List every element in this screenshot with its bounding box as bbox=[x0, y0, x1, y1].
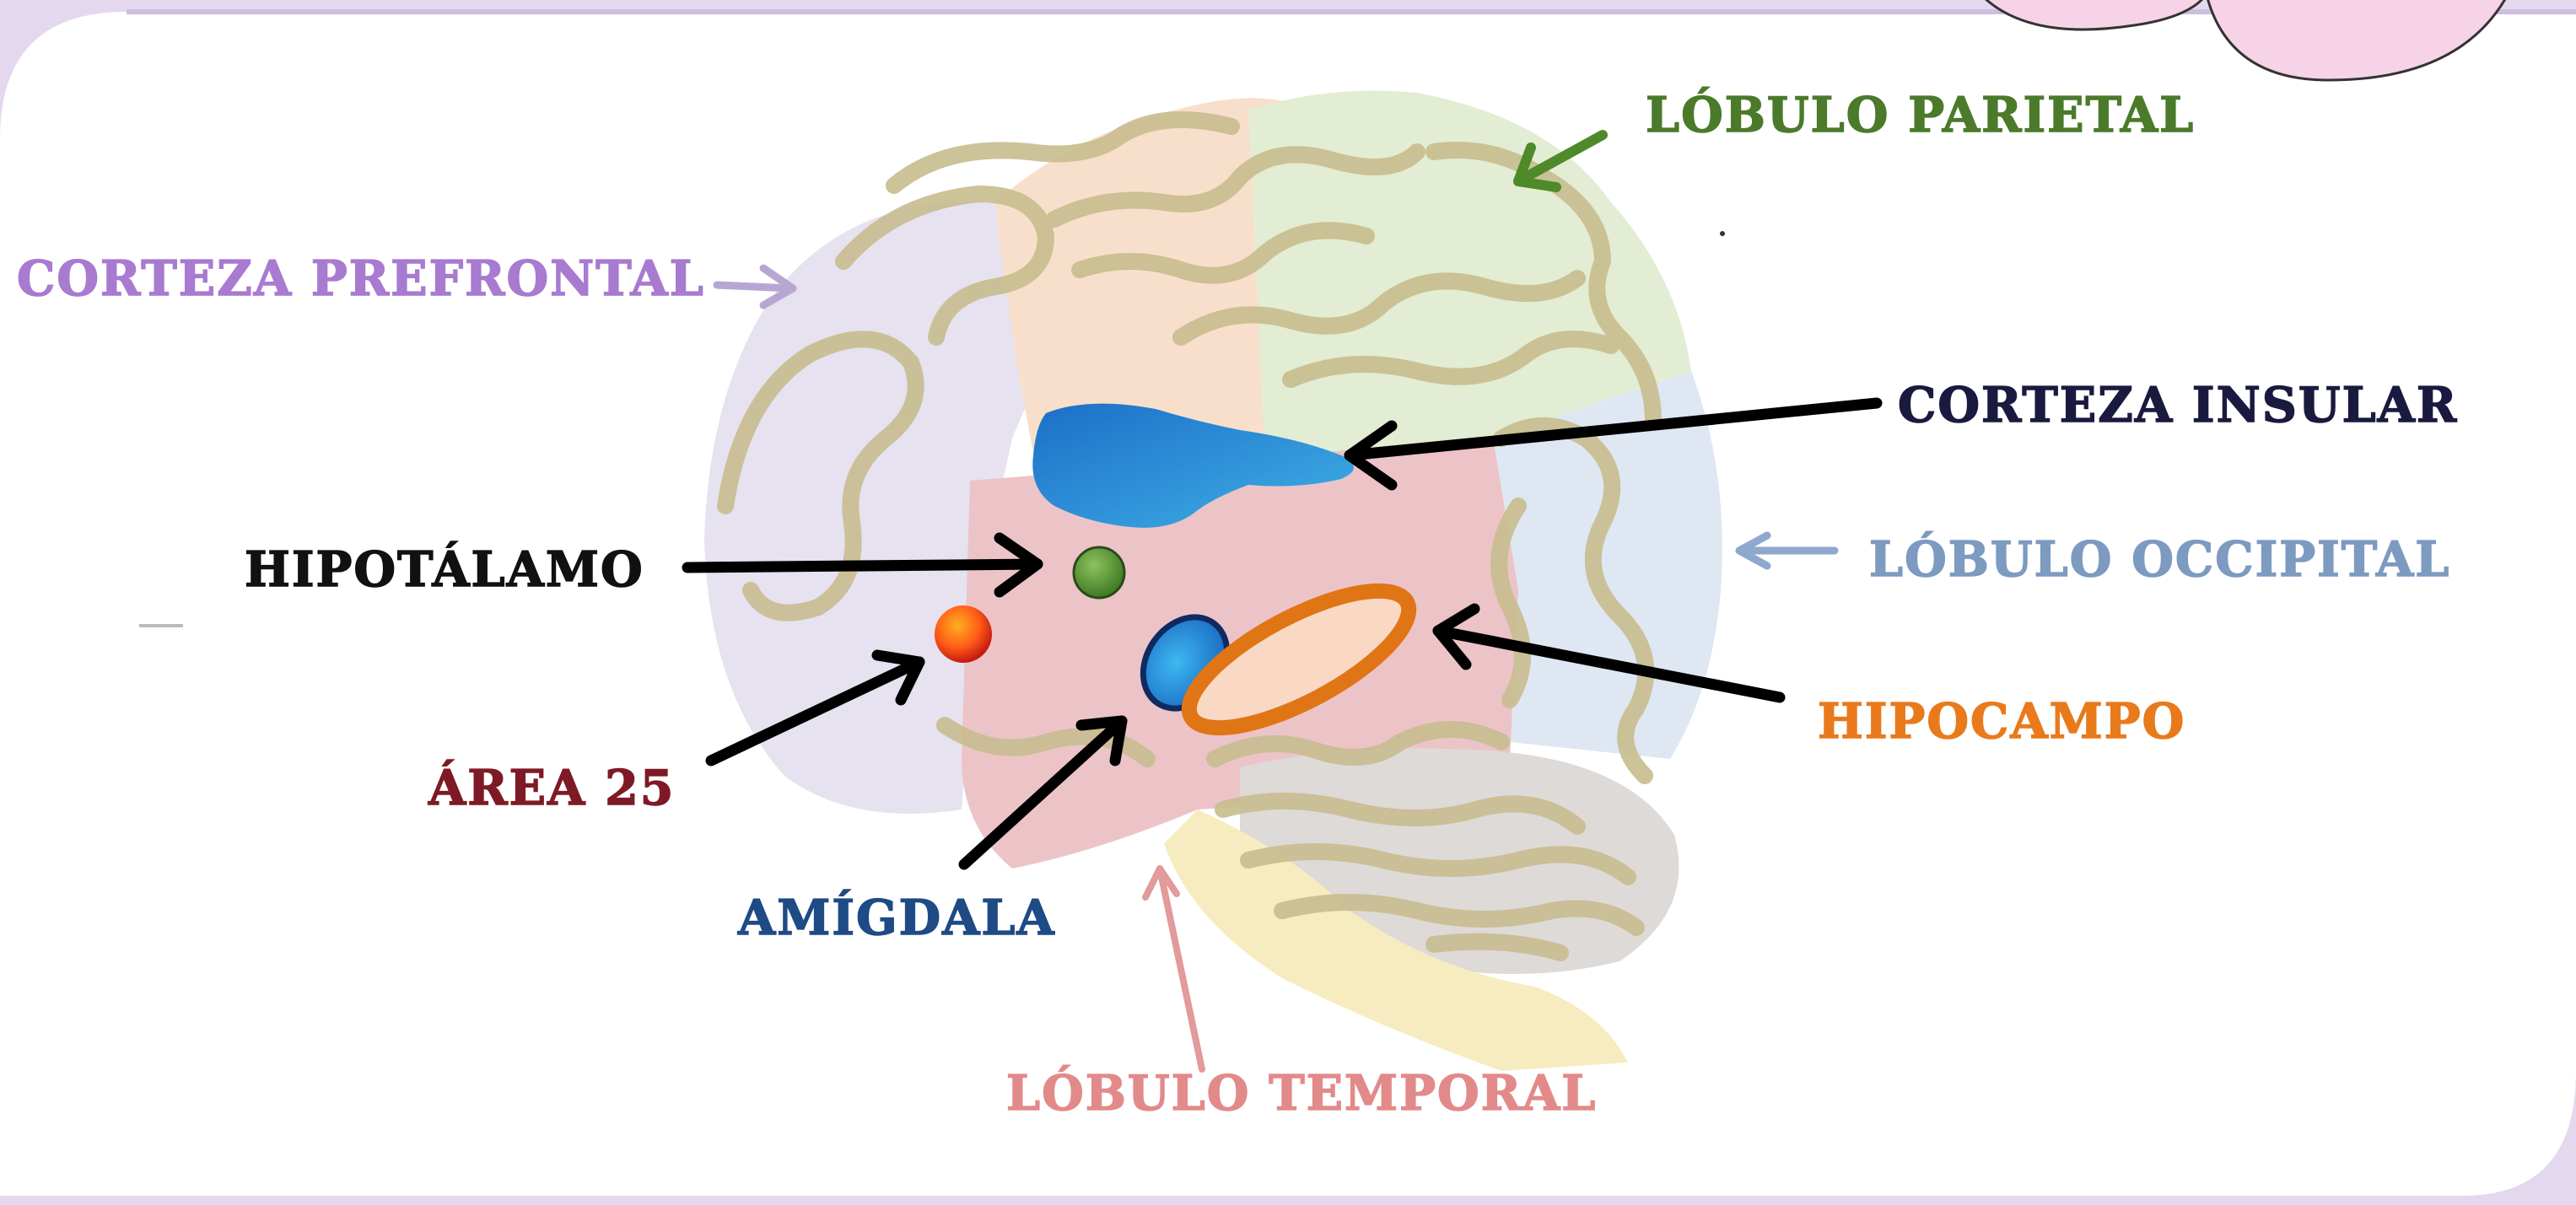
label-lobulo-temporal: LÓBULO TEMPORAL bbox=[1006, 1069, 1597, 1117]
label-lobulo-parietal: LÓBULO PARIETAL bbox=[1646, 91, 2195, 139]
label-corteza-prefrontal: CORTEZA PREFRONTAL bbox=[17, 255, 705, 303]
hipotalamo-shape bbox=[1074, 547, 1124, 598]
label-corteza-insular: CORTEZA INSULAR bbox=[1898, 381, 2458, 429]
area-25-shape bbox=[935, 605, 992, 663]
label-area-25: ÁREA 25 bbox=[428, 764, 675, 812]
label-hipotalamo: HIPOTÁLAMO bbox=[245, 546, 644, 594]
label-hipocampo: HIPOCAMPO bbox=[1818, 697, 2185, 745]
label-lobulo-occipital: LÓBULO OCCIPITAL bbox=[1869, 535, 2450, 584]
label-amigdala: AMÍGDALA bbox=[738, 894, 1056, 942]
